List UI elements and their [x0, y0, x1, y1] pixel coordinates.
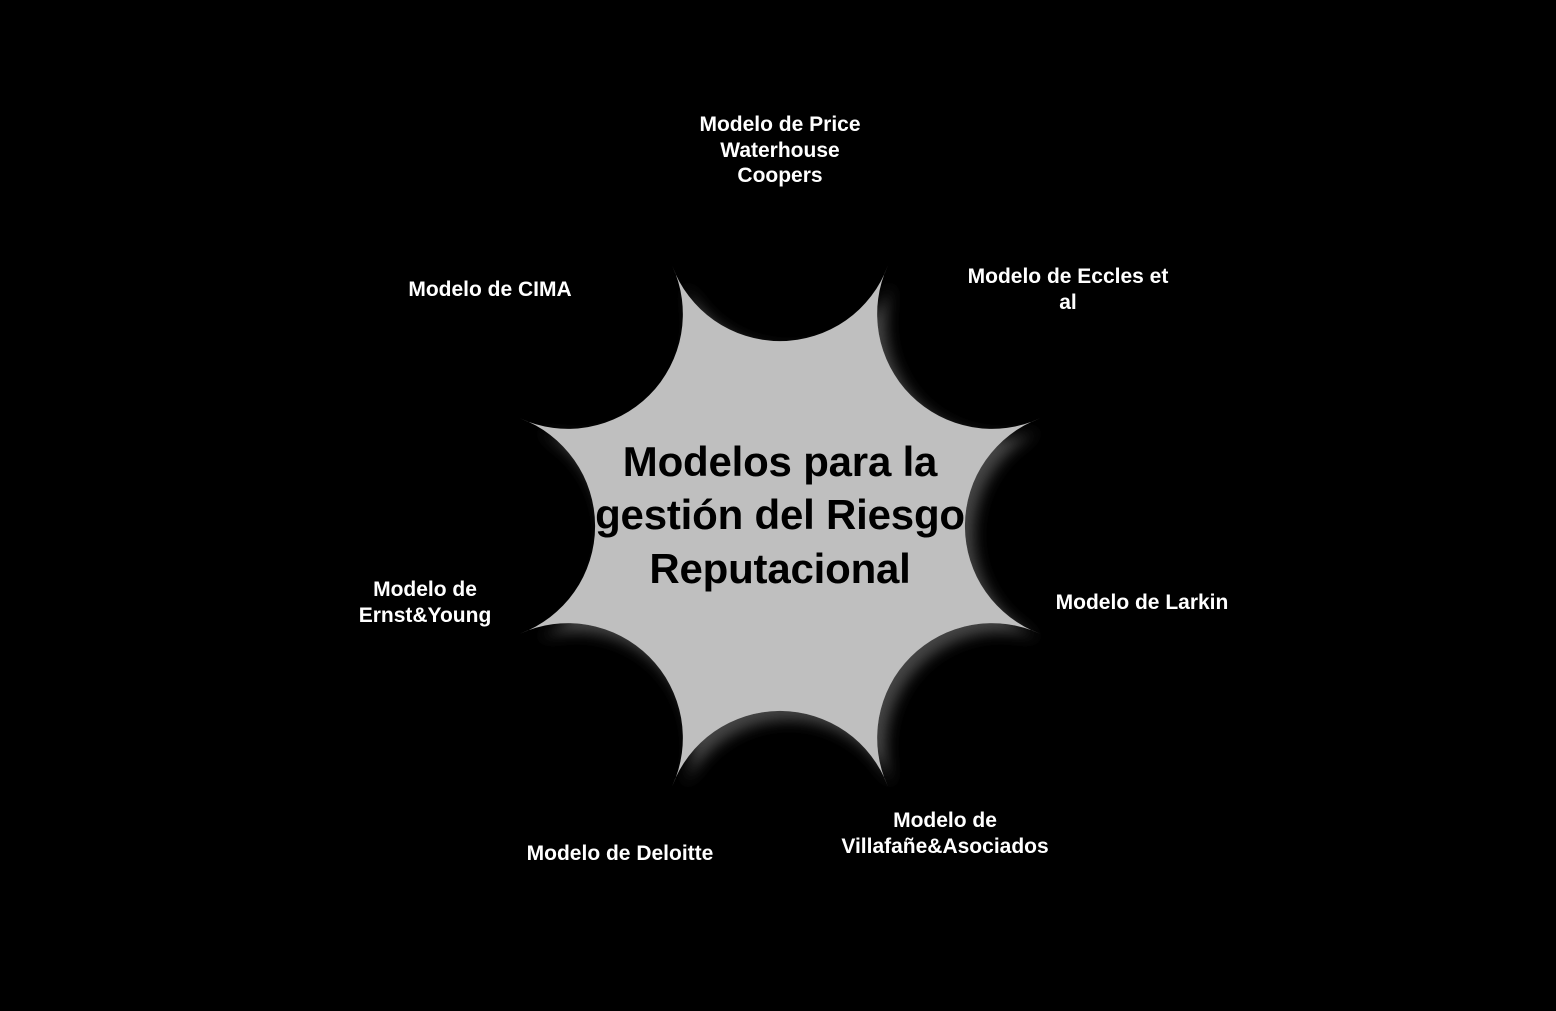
node-label-cima[interactable]: Modelo de CIMA	[299, 277, 681, 303]
center-title-line-1: Modelos para la	[622, 438, 938, 485]
node-label-villafane-asociados[interactable]: Modelo de Villafañe&Asociados	[813, 808, 1077, 859]
node-label-line: Coopers	[737, 164, 823, 188]
central-star-shape[interactable]	[470, 230, 1090, 830]
node-label-line: Modelo de CIMA	[408, 278, 572, 301]
node-label-line: Modelo de Price	[699, 113, 861, 136]
star-path	[519, 265, 1041, 787]
node-label-price-waterhouse-coopers[interactable]: Modelo de Price Waterhouse Coopers	[641, 112, 919, 189]
node-label-eccles-et-al[interactable]: Modelo de Eccles et al	[945, 264, 1191, 315]
node-label-line: Modelo de	[373, 578, 477, 601]
center-title-line-3: Reputacional	[649, 544, 911, 592]
center-title: Modelos para la gestión del Riesgo Reput…	[545, 435, 1015, 595]
center-title-line-2: gestión del Riesgo	[595, 491, 965, 539]
node-label-line: Modelo de Larkin	[1055, 591, 1229, 614]
node-label-line: Modelo de	[893, 809, 997, 832]
node-label-larkin[interactable]: Modelo de Larkin	[1023, 590, 1261, 616]
node-label-line: Ernst&Young	[358, 603, 492, 627]
node-label-line: Modelo de Deloitte	[526, 842, 714, 865]
node-label-line: Waterhouse	[720, 138, 840, 162]
node-label-line: Villafañe&Asociados	[841, 834, 1049, 858]
node-label-line: al	[1059, 290, 1077, 314]
star-shape-svg	[519, 265, 1041, 787]
node-label-deloitte[interactable]: Modelo de Deloitte	[497, 841, 743, 867]
node-label-line: Modelo de Eccles et	[967, 265, 1169, 288]
node-label-ernst-young[interactable]: Modelo de Ernst&Young	[320, 577, 530, 628]
